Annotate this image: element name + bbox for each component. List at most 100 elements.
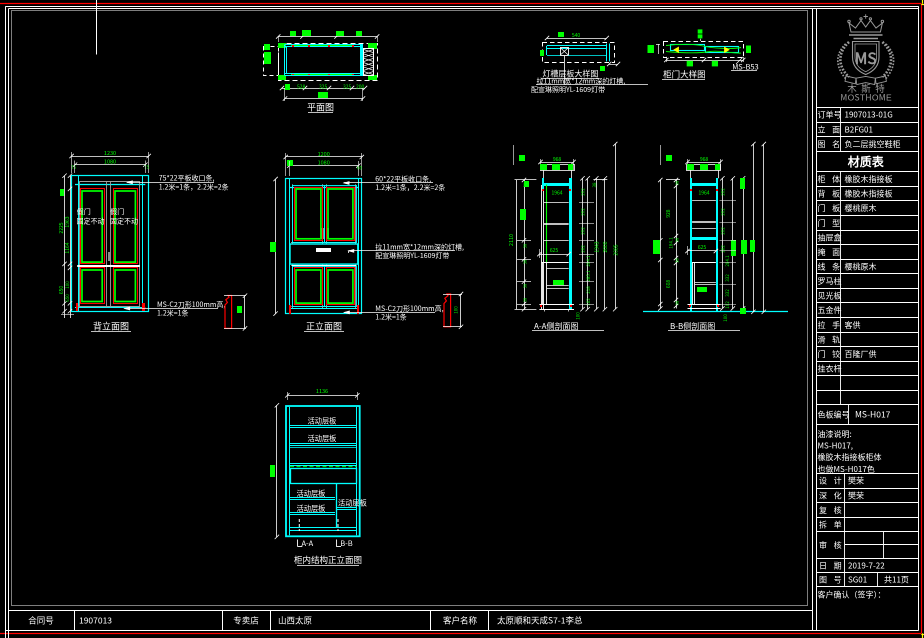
svg-text:罗马柱: 罗马柱 — [818, 276, 842, 287]
svg-text:活动层板: 活动层板 — [308, 434, 337, 444]
svg-text:1136: 1136 — [316, 387, 328, 395]
svg-text:假门: 假门 — [110, 207, 124, 217]
svg-text:650: 650 — [65, 294, 71, 302]
svg-text:1964: 1964 — [698, 190, 709, 197]
svg-text:樱桃原木: 樱桃原木 — [845, 203, 877, 214]
svg-text:202: 202 — [720, 188, 726, 196]
svg-text:1.2米=1条: 1.2米=1条 — [157, 309, 189, 319]
svg-text:38: 38 — [675, 180, 681, 185]
svg-text:1.2米=1条: 1.2米=1条 — [375, 313, 407, 323]
svg-text:38: 38 — [675, 258, 681, 263]
svg-text:固定不动: 固定不动 — [77, 216, 105, 226]
svg-text:图 名: 图 名 — [818, 139, 841, 150]
svg-text:订单号: 订单号 — [818, 110, 842, 121]
svg-text:202: 202 — [581, 227, 587, 235]
svg-text:325: 325 — [343, 84, 352, 91]
svg-text:柜门大样图: 柜门大样图 — [663, 69, 706, 81]
svg-text:332: 332 — [725, 289, 731, 297]
svg-text:528: 528 — [297, 84, 306, 91]
svg-text:配宣琳照明YL-1609灯带: 配宣琳照明YL-1609灯带 — [375, 251, 449, 261]
svg-text:线 条: 线 条 — [818, 261, 841, 272]
svg-text:38: 38 — [523, 283, 529, 288]
svg-text:MS-H017: MS-H017 — [855, 409, 891, 421]
svg-text:MS-H017,: MS-H017, — [818, 441, 854, 452]
svg-text:2085: 2085 — [613, 244, 620, 255]
svg-text:深 化: 深 化 — [819, 490, 842, 501]
svg-text:100: 100 — [454, 306, 460, 314]
svg-text:325: 325 — [319, 84, 328, 91]
svg-text:2225: 2225 — [58, 222, 65, 233]
svg-text:100: 100 — [723, 314, 729, 322]
svg-text:平面图: 平面图 — [307, 101, 334, 114]
svg-text:1907013-01G: 1907013-01G — [845, 110, 893, 121]
svg-text:MS: MS — [855, 47, 877, 69]
svg-text:专卖店: 专卖店 — [233, 615, 259, 627]
svg-text:1943: 1943 — [594, 241, 601, 252]
svg-text:滑 轨: 滑 轨 — [818, 334, 841, 345]
svg-text:100: 100 — [65, 281, 71, 289]
svg-text:60: 60 — [357, 166, 362, 172]
svg-text:客户名称: 客户名称 — [443, 615, 478, 627]
svg-text:客户确认（签字）：: 客户确认（签字）： — [818, 590, 886, 601]
svg-text:也做MS-H017色: 也做MS-H017色 — [818, 464, 875, 475]
svg-text:2000: 2000 — [602, 241, 609, 252]
svg-text:1080: 1080 — [318, 159, 330, 167]
svg-text:材质表: 材质表 — [847, 153, 885, 170]
svg-text:B-B侧剖面图: B-B侧剖面图 — [670, 321, 715, 332]
svg-text:1.2米=1条，2.2米=2条: 1.2米=1条，2.2米=2条 — [159, 183, 229, 193]
svg-text:218: 218 — [586, 286, 592, 294]
svg-text:复 核: 复 核 — [819, 505, 842, 516]
svg-text:拉11mm宽*12mm深的灯槽,: 拉11mm宽*12mm深的灯槽, — [375, 242, 464, 252]
svg-text:60*22平板收口条,: 60*22平板收口条, — [375, 174, 431, 184]
svg-text:608: 608 — [665, 280, 672, 289]
svg-text:1963: 1963 — [64, 216, 71, 227]
svg-text:油漆说明:: 油漆说明: — [818, 429, 852, 440]
svg-text:正立面图: 正立面图 — [306, 320, 342, 333]
svg-text:樊荣: 樊荣 — [848, 490, 864, 501]
svg-text:202: 202 — [720, 208, 726, 216]
svg-text:活动层板: 活动层板 — [297, 504, 326, 514]
svg-text:共11页: 共11页 — [884, 574, 909, 585]
svg-text:百隆厂供: 百隆厂供 — [845, 349, 877, 360]
svg-text:38: 38 — [523, 259, 529, 264]
svg-text:拉 手: 拉 手 — [818, 320, 841, 331]
svg-text:75*22平板收口条,: 75*22平板收口条, — [159, 174, 215, 184]
svg-text:202: 202 — [581, 245, 587, 253]
svg-text:968: 968 — [700, 156, 709, 163]
svg-text:202: 202 — [581, 188, 587, 196]
svg-text:1.2米=1条，2.2米=2条: 1.2米=1条，2.2米=2条 — [375, 183, 445, 193]
svg-text:活动层板: 活动层板 — [308, 416, 337, 426]
svg-text:太原顺和天成S7-1李总: 太原顺和天成S7-1李总 — [497, 615, 583, 627]
svg-text:五金件: 五金件 — [818, 305, 842, 316]
svg-text:A-A侧剖面图: A-A侧剖面图 — [534, 321, 579, 332]
svg-text:1964: 1964 — [551, 190, 562, 197]
svg-text:38: 38 — [523, 243, 529, 248]
svg-text:橡胶木指接板柜体: 橡胶木指接板柜体 — [818, 452, 882, 463]
svg-text:灯槽层板大样图: 灯槽层板大样图 — [542, 69, 598, 80]
svg-text:284.1: 284.1 — [725, 255, 731, 267]
svg-text:设 计: 设 计 — [819, 476, 842, 487]
svg-text:拆 单: 拆 单 — [819, 519, 842, 530]
svg-text:背 板: 背 板 — [818, 189, 841, 200]
svg-text:1230: 1230 — [104, 149, 116, 157]
svg-text:102: 102 — [586, 298, 592, 306]
svg-text:1164: 1164 — [64, 242, 71, 253]
svg-text:968: 968 — [553, 156, 562, 163]
svg-text:挂衣杆: 挂衣杆 — [818, 363, 842, 374]
svg-text:审 核: 审 核 — [819, 540, 842, 551]
svg-text:625: 625 — [698, 244, 707, 251]
svg-text:图 号: 图 号 — [819, 574, 842, 585]
svg-text:100: 100 — [576, 312, 582, 320]
svg-text:山西太原: 山西太原 — [278, 615, 312, 627]
svg-text:284.1: 284.1 — [586, 255, 592, 267]
svg-text:樱桃原木: 樱桃原木 — [845, 261, 877, 272]
svg-text:掩 面: 掩 面 — [818, 247, 841, 258]
svg-text:285.1: 285.1 — [586, 270, 592, 282]
svg-text:202: 202 — [720, 245, 726, 253]
svg-text:202: 202 — [720, 227, 726, 235]
svg-text:橡胶木指接板: 橡胶木指接板 — [845, 174, 893, 185]
svg-text:202: 202 — [581, 208, 587, 216]
svg-text:200: 200 — [356, 84, 365, 91]
svg-text:门 型: 门 型 — [818, 218, 841, 229]
svg-text:抽屉盒: 抽屉盒 — [818, 232, 842, 243]
